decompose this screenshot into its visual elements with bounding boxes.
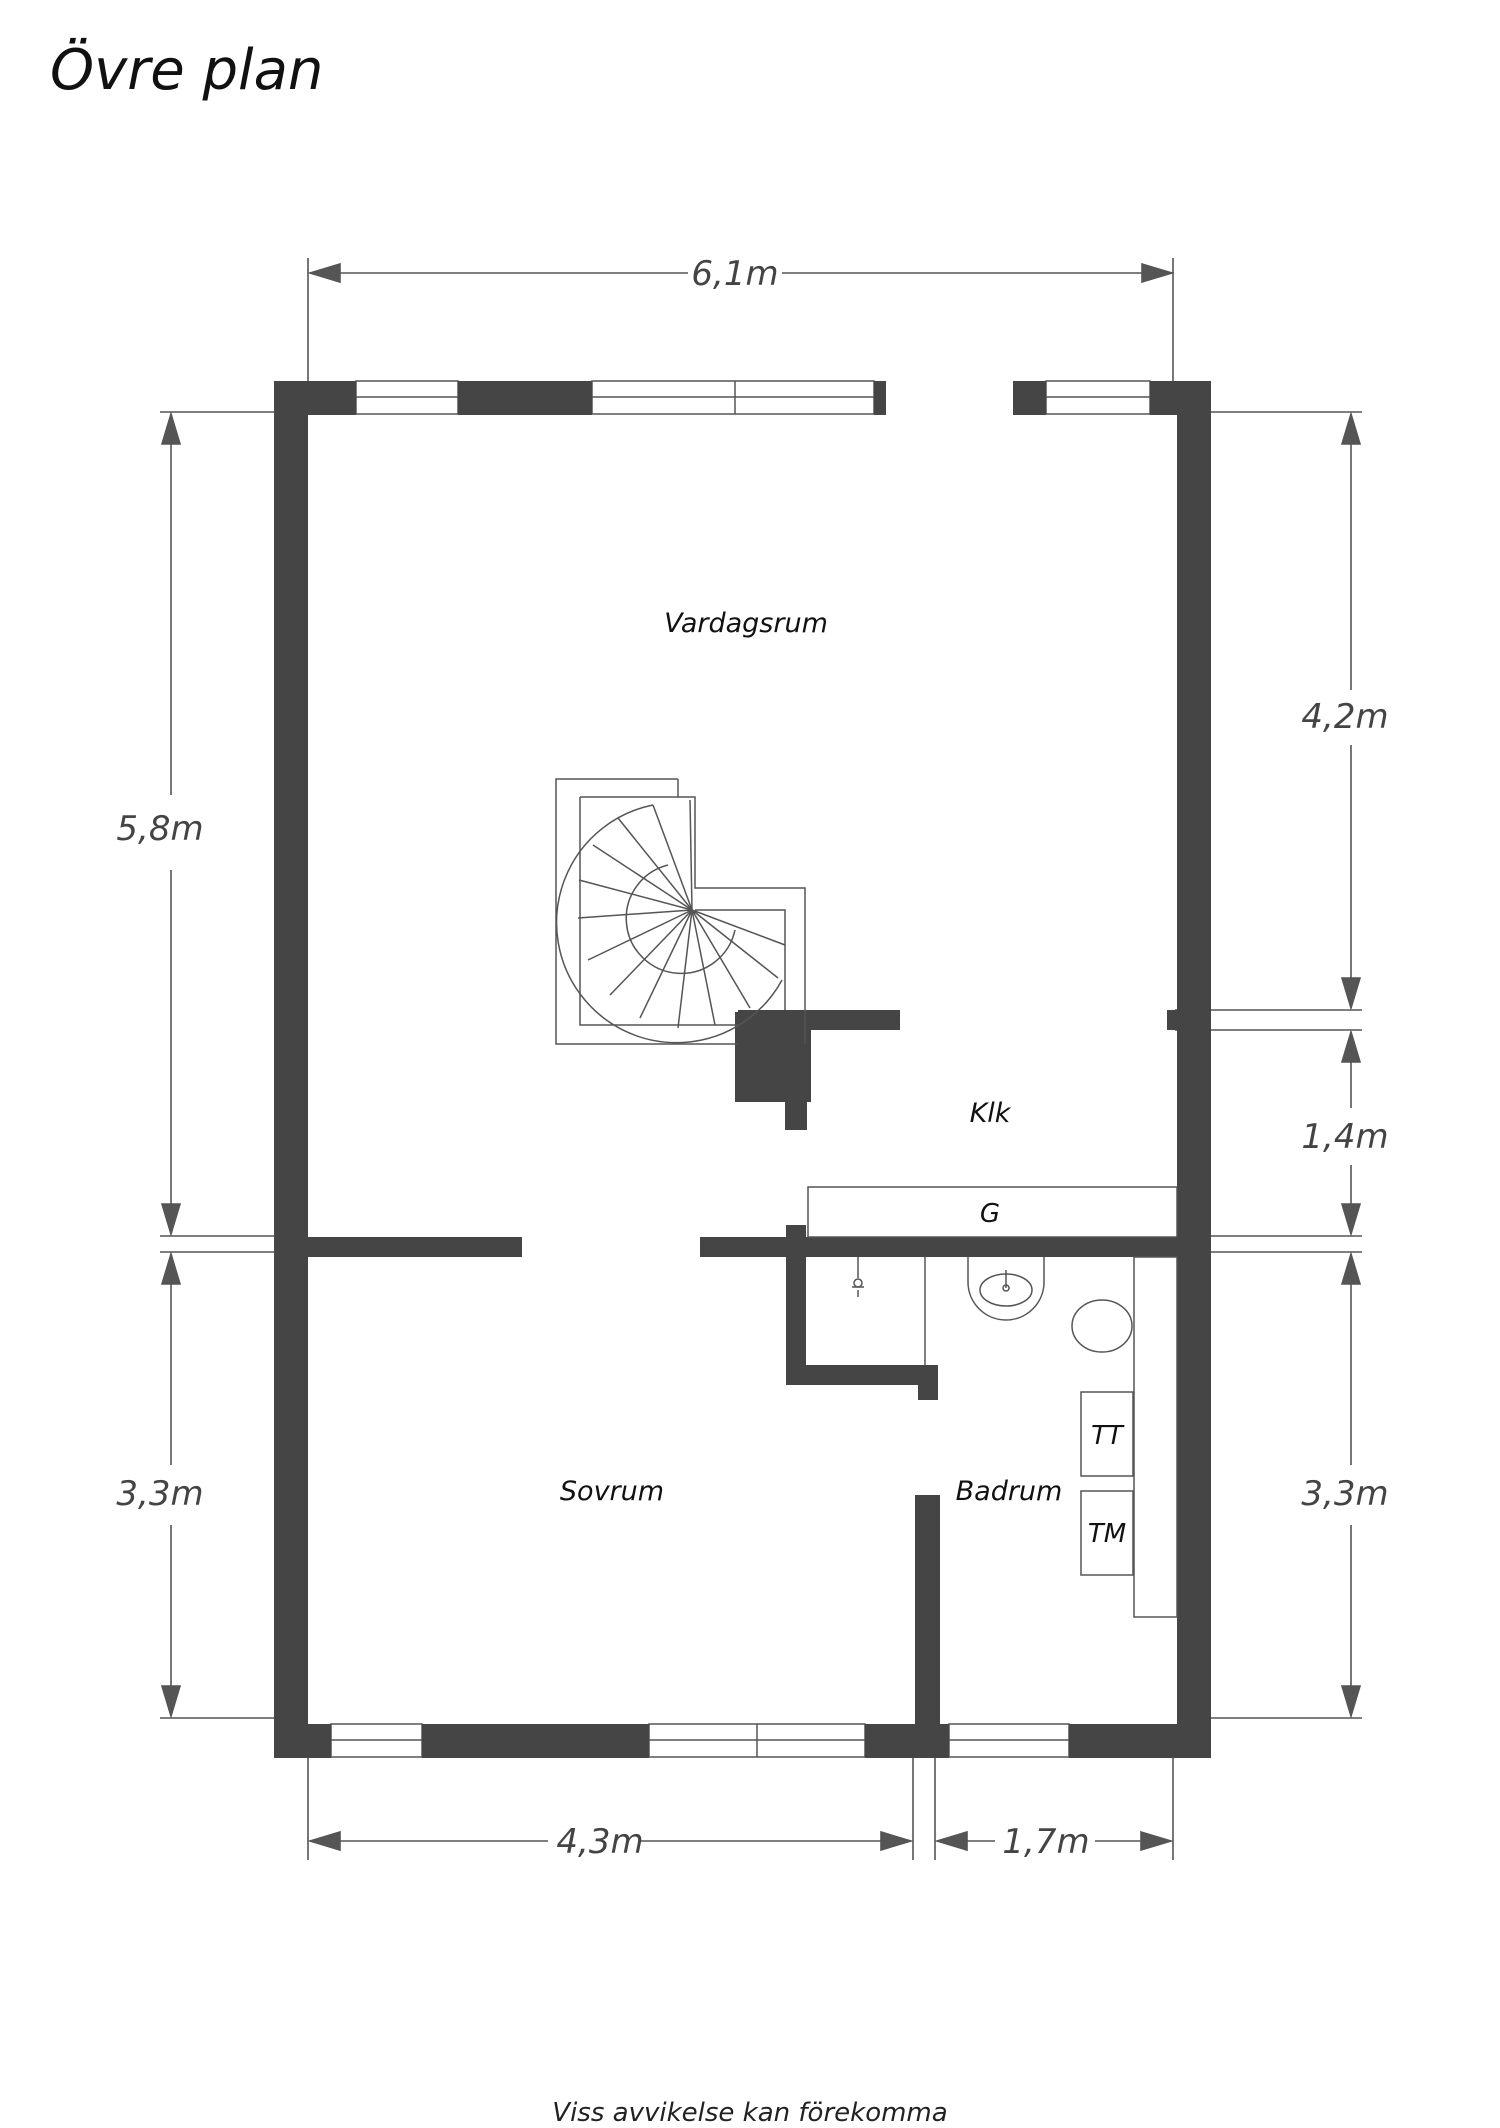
room-label-vardagsrum: Vardagsrum xyxy=(664,608,828,639)
stove-label: G xyxy=(980,1199,1000,1229)
dim-top-width: 6,1m xyxy=(691,254,778,294)
dryer-label: TT xyxy=(1091,1421,1125,1451)
plan-title: Övre plan xyxy=(50,38,324,103)
dim-left-upper: 5,8m xyxy=(116,809,203,849)
stair-treads xyxy=(577,799,786,1029)
room-label-klk: Klk xyxy=(970,1098,1012,1129)
dim-left-lower: 3,3m xyxy=(116,1474,203,1514)
dim-right-lower: 3,3m xyxy=(1301,1474,1388,1514)
shower-icon xyxy=(852,1257,864,1297)
disclaimer-text: Viss avvikelse kan förekomma xyxy=(552,2098,948,2128)
room-label-sovrum: Sovrum xyxy=(560,1476,664,1507)
walls xyxy=(274,381,1211,1758)
dim-right-upper: 4,2m xyxy=(1301,697,1388,737)
toilet-icon xyxy=(1071,1256,1178,1618)
washer-label: TM xyxy=(1088,1519,1126,1549)
spiral-stair xyxy=(555,778,806,1045)
kitchen-counter xyxy=(807,1186,1178,1238)
room-label-badrum: Badrum xyxy=(956,1476,1063,1507)
dim-bottom-right: 1,7m xyxy=(1002,1822,1089,1862)
dryer-box xyxy=(1080,1391,1134,1477)
bathroom-fixtures xyxy=(852,1256,1178,1618)
washer-box xyxy=(1080,1490,1134,1576)
dim-right-middle: 1,4m xyxy=(1301,1117,1388,1157)
sink-icon xyxy=(967,1257,1045,1321)
dim-bottom-left: 4,3m xyxy=(556,1822,643,1862)
